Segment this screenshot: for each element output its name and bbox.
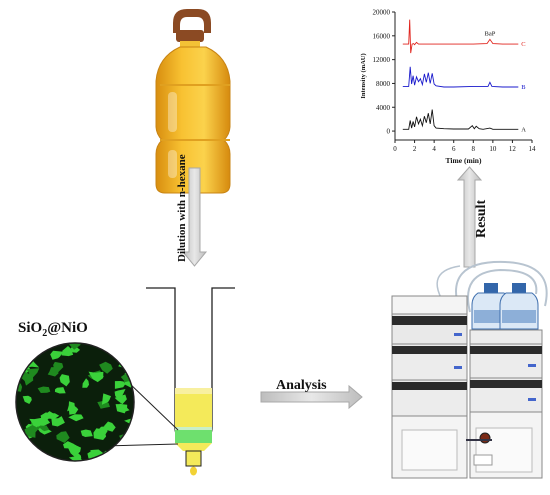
sorbent-particle <box>68 414 84 422</box>
sorbent-particle <box>97 426 108 436</box>
sorbent-particle <box>53 361 64 374</box>
result-arrow-icon <box>456 166 483 268</box>
sorbent-particle <box>73 452 82 461</box>
series-label: C <box>521 41 525 48</box>
y-tick-label: 0 <box>387 128 391 136</box>
x-tick-label: 6 <box>452 145 456 153</box>
sorbent-particle <box>36 425 50 432</box>
bap-annotation: BaP <box>484 30 495 37</box>
sorbent-label-main: SiO <box>18 320 43 336</box>
analysis-arrow-icon <box>260 384 363 410</box>
sorbent-particle <box>63 441 77 449</box>
sorbent-particle <box>118 351 131 363</box>
sorbent-particle <box>22 395 32 404</box>
x-tick-label: 0 <box>393 145 397 153</box>
sorbent-particle <box>45 343 57 347</box>
x-tick-label: 12 <box>509 145 517 153</box>
sorbent-particle <box>37 386 51 393</box>
sorbent-label: SiO2@NiO <box>18 320 88 339</box>
sorbent-particle <box>114 381 126 389</box>
solvent-bottle-icon <box>499 283 539 330</box>
sorbent-particle <box>104 456 115 461</box>
sorbent-particle <box>88 371 104 383</box>
sorbent-particle <box>22 343 36 351</box>
dilution-label: Dilution with n-hexane <box>176 154 188 262</box>
sorbent-particle <box>17 345 31 356</box>
sorbent-particle <box>50 350 64 360</box>
sorbent-particle <box>114 389 126 401</box>
series-line-C <box>402 19 519 54</box>
sorbent-particle <box>24 425 39 438</box>
sorbent-particle <box>29 417 45 427</box>
sorbent-particle <box>80 429 93 437</box>
sorbent-particle <box>26 368 40 378</box>
sorbent-particle <box>59 374 70 387</box>
sorbent-label-subscript: 2 <box>42 328 48 339</box>
sorbent-particle <box>101 393 111 405</box>
x-axis-label: Time (min) <box>446 156 482 165</box>
sorbent-particle <box>130 343 134 350</box>
chromatogram-chart: 0 4000 8000 12000 16000 20000 0 2 4 6 8 10 12 14Time … <box>360 9 536 166</box>
oil-bottle-icon <box>155 9 231 194</box>
sorbent-particle <box>120 343 134 353</box>
sorbent-particle <box>87 450 99 460</box>
spe-cartridge-icon <box>146 287 235 476</box>
y-tick-label: 8000 <box>376 80 391 88</box>
y-tick-label: 16000 <box>373 32 391 40</box>
sorbent-particle <box>82 378 89 388</box>
series-line-B <box>402 66 519 88</box>
sorbent-particle <box>97 400 110 409</box>
result-label: Result <box>474 199 489 238</box>
x-tick-label: 4 <box>432 145 436 153</box>
dilution-arrow-icon <box>181 167 208 267</box>
series-label: B <box>521 84 526 91</box>
y-axis-label: Intensity (mAU) <box>360 53 367 98</box>
y-tick-label: 20000 <box>373 9 391 17</box>
y-tick-label: 4000 <box>376 104 391 112</box>
analysis-label: Analysis <box>276 378 327 393</box>
sorbent-label-tail: @NiO <box>47 320 88 336</box>
x-tick-label: 2 <box>413 145 417 153</box>
y-tick-label: 12000 <box>373 56 391 64</box>
series-line-A <box>402 109 519 130</box>
sorbent-particle <box>61 346 74 357</box>
sorbent-particle <box>56 431 70 443</box>
sorbent-particle <box>99 361 113 374</box>
x-tick-label: 10 <box>489 145 497 153</box>
x-tick-label: 8 <box>472 145 476 153</box>
sorbent-particle <box>54 387 66 394</box>
hplc-instrument-icon <box>391 260 548 479</box>
sorbent-particle <box>115 404 128 414</box>
sorbent-particle <box>68 343 81 350</box>
series-label: A <box>521 126 526 133</box>
sorbent-particle <box>126 446 134 458</box>
sorbent-micrograph-icon <box>15 342 179 462</box>
sorbent-particle <box>67 401 75 412</box>
sorbent-particle <box>51 416 65 427</box>
x-tick-label: 14 <box>529 145 537 153</box>
sorbent-particle <box>40 412 52 420</box>
